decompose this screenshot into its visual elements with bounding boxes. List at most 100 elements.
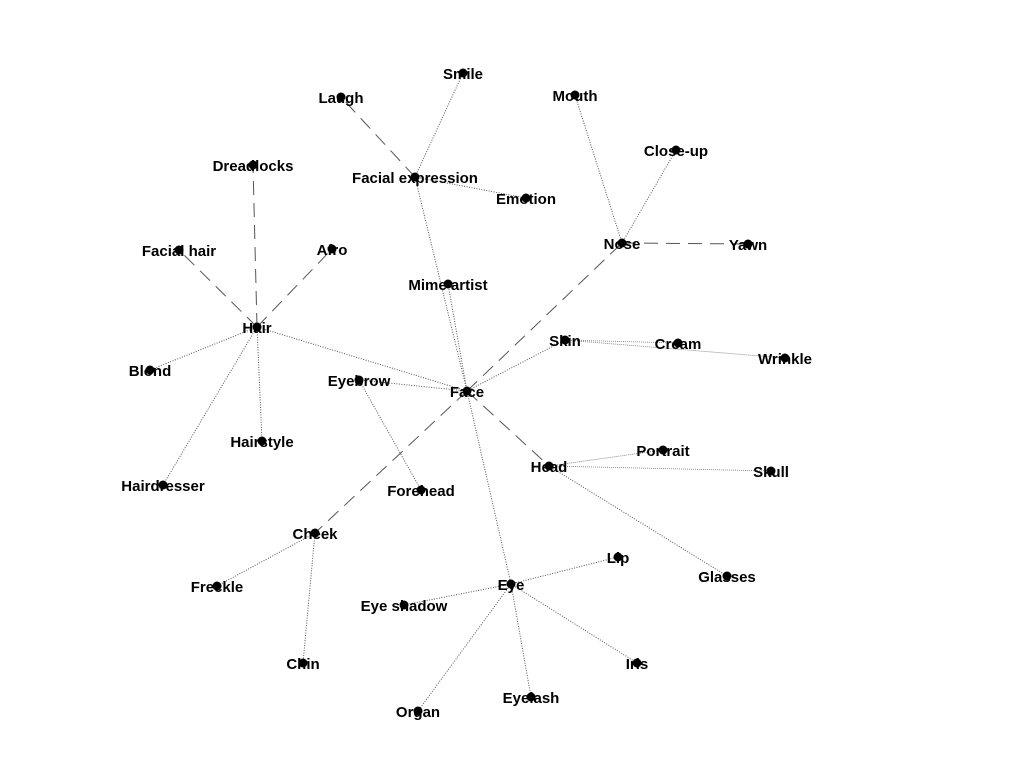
edge-hair-hairstyle [256, 326, 263, 442]
node-label-face: Face [450, 384, 484, 401]
edge-face-cheek [314, 390, 468, 534]
node-label-blond: Blond [129, 363, 172, 380]
node-label-hairstyle: Hairstyle [230, 434, 293, 451]
edge-face-mime-artist [447, 283, 468, 392]
node-eye-shadow[interactable]: Eye shadow [361, 598, 448, 615]
node-organ[interactable]: Organ [396, 704, 440, 721]
node-dot-face [462, 386, 472, 396]
node-label-dreadlocks: Dreadlocks [213, 158, 294, 175]
edge-cheek-freckle [216, 532, 316, 587]
node-dot-facial-hair [174, 245, 184, 255]
node-label-hairdresser: Hairdresser [121, 478, 205, 495]
node-emotion[interactable]: Emotion [496, 191, 556, 208]
node-dot-closeup [671, 145, 681, 155]
node-freckle[interactable]: Freckle [191, 579, 244, 596]
edge-face-hair [256, 326, 468, 392]
node-laugh[interactable]: Laugh [319, 90, 364, 107]
node-blond[interactable]: Blond [129, 363, 172, 380]
node-label-mime-artist: Mime artist [408, 277, 487, 294]
node-label-freckle: Freckle [191, 579, 244, 596]
node-smile[interactable]: Smile [443, 66, 483, 83]
node-facial-expression[interactable]: Facial expression [352, 170, 478, 187]
node-mouth[interactable]: Mouth [553, 88, 598, 105]
node-hairstyle[interactable]: Hairstyle [230, 434, 293, 451]
edge-hair-afro [256, 248, 333, 328]
node-dot-eyelash [526, 692, 536, 702]
node-dot-mouth [570, 90, 580, 100]
node-label-eye-shadow: Eye shadow [361, 598, 448, 615]
node-eye[interactable]: Eye [498, 577, 525, 594]
edge-nose-closeup [621, 149, 677, 244]
node-label-head: Head [531, 459, 568, 476]
edge-facial-expression-laugh [340, 96, 416, 178]
node-skull[interactable]: Skull [753, 464, 789, 481]
node-label-hair: Hair [242, 320, 271, 337]
node-eyelash[interactable]: Eyelash [503, 690, 560, 707]
node-label-skin: Skin [549, 333, 581, 350]
node-dot-forehead [416, 485, 426, 495]
node-label-portrait: Portrait [636, 443, 689, 460]
node-afro[interactable]: Afro [317, 242, 348, 259]
node-forehead[interactable]: Forehead [387, 483, 455, 500]
node-dot-lip [613, 552, 623, 562]
node-label-smile: Smile [443, 66, 483, 83]
node-label-cream: Cream [655, 336, 702, 353]
node-mime-artist[interactable]: Mime artist [408, 277, 487, 294]
node-dot-freckle [212, 581, 222, 591]
node-head[interactable]: Head [531, 459, 568, 476]
node-lip[interactable]: Lip [607, 550, 630, 567]
edge-face-skin [466, 339, 566, 392]
node-dot-eye [506, 579, 516, 589]
node-label-chin: Chin [286, 656, 319, 673]
node-dot-eyebrow [354, 375, 364, 385]
edge-face-eyebrow [358, 379, 468, 392]
node-eyebrow[interactable]: Eyebrow [328, 373, 391, 390]
node-wrinkle[interactable]: Wrinkle [758, 351, 812, 368]
edge-skin-wrinkle [564, 339, 786, 359]
edge-cheek-chin [302, 532, 316, 664]
edge-head-glasses [548, 465, 728, 577]
node-cheek[interactable]: Cheek [292, 526, 338, 543]
node-nose[interactable]: Nose [604, 236, 641, 253]
node-dot-smile [458, 68, 468, 78]
node-dot-facial-expression [410, 172, 420, 182]
node-label-skull: Skull [753, 464, 789, 481]
edge-nose-mouth [574, 94, 623, 244]
node-dreadlocks[interactable]: Dreadlocks [213, 158, 294, 175]
node-dot-cheek [310, 528, 320, 538]
node-cream[interactable]: Cream [655, 336, 702, 353]
node-dot-head [544, 461, 554, 471]
node-iris[interactable]: Iris [626, 656, 649, 673]
edge-face-nose [466, 242, 623, 392]
node-facial-hair[interactable]: Facial hair [142, 243, 216, 260]
edge-face-eye [466, 390, 512, 585]
node-closeup[interactable]: Close-up [644, 143, 708, 160]
node-dot-emotion [521, 193, 531, 203]
edge-eye-iris [510, 583, 638, 664]
node-portrait[interactable]: Portrait [636, 443, 689, 460]
node-label-emotion: Emotion [496, 191, 556, 208]
node-label-eyelash: Eyelash [503, 690, 560, 707]
edge-head-skull [548, 465, 772, 472]
node-hairdresser[interactable]: Hairdresser [121, 478, 205, 495]
edge-eye-eyelash [510, 583, 532, 698]
node-dot-mime-artist [443, 279, 453, 289]
node-dot-hairstyle [257, 436, 267, 446]
edges-layer [149, 72, 786, 712]
node-dot-iris [632, 658, 642, 668]
edge-eye-lip [510, 556, 619, 585]
node-glasses[interactable]: Glasses [698, 569, 756, 586]
node-dot-afro [327, 244, 337, 254]
node-dot-glasses [722, 571, 732, 581]
node-skin[interactable]: Skin [549, 333, 581, 350]
node-label-yawn: Yawn [729, 237, 767, 254]
node-chin[interactable]: Chin [286, 656, 319, 673]
node-label-afro: Afro [317, 242, 348, 259]
node-hair[interactable]: Hair [242, 320, 271, 337]
node-face[interactable]: Face [450, 384, 484, 401]
node-yawn[interactable]: Yawn [729, 237, 767, 254]
node-dot-laugh [336, 92, 346, 102]
edge-eye-eye-shadow [403, 583, 512, 606]
node-label-cheek: Cheek [292, 526, 338, 543]
